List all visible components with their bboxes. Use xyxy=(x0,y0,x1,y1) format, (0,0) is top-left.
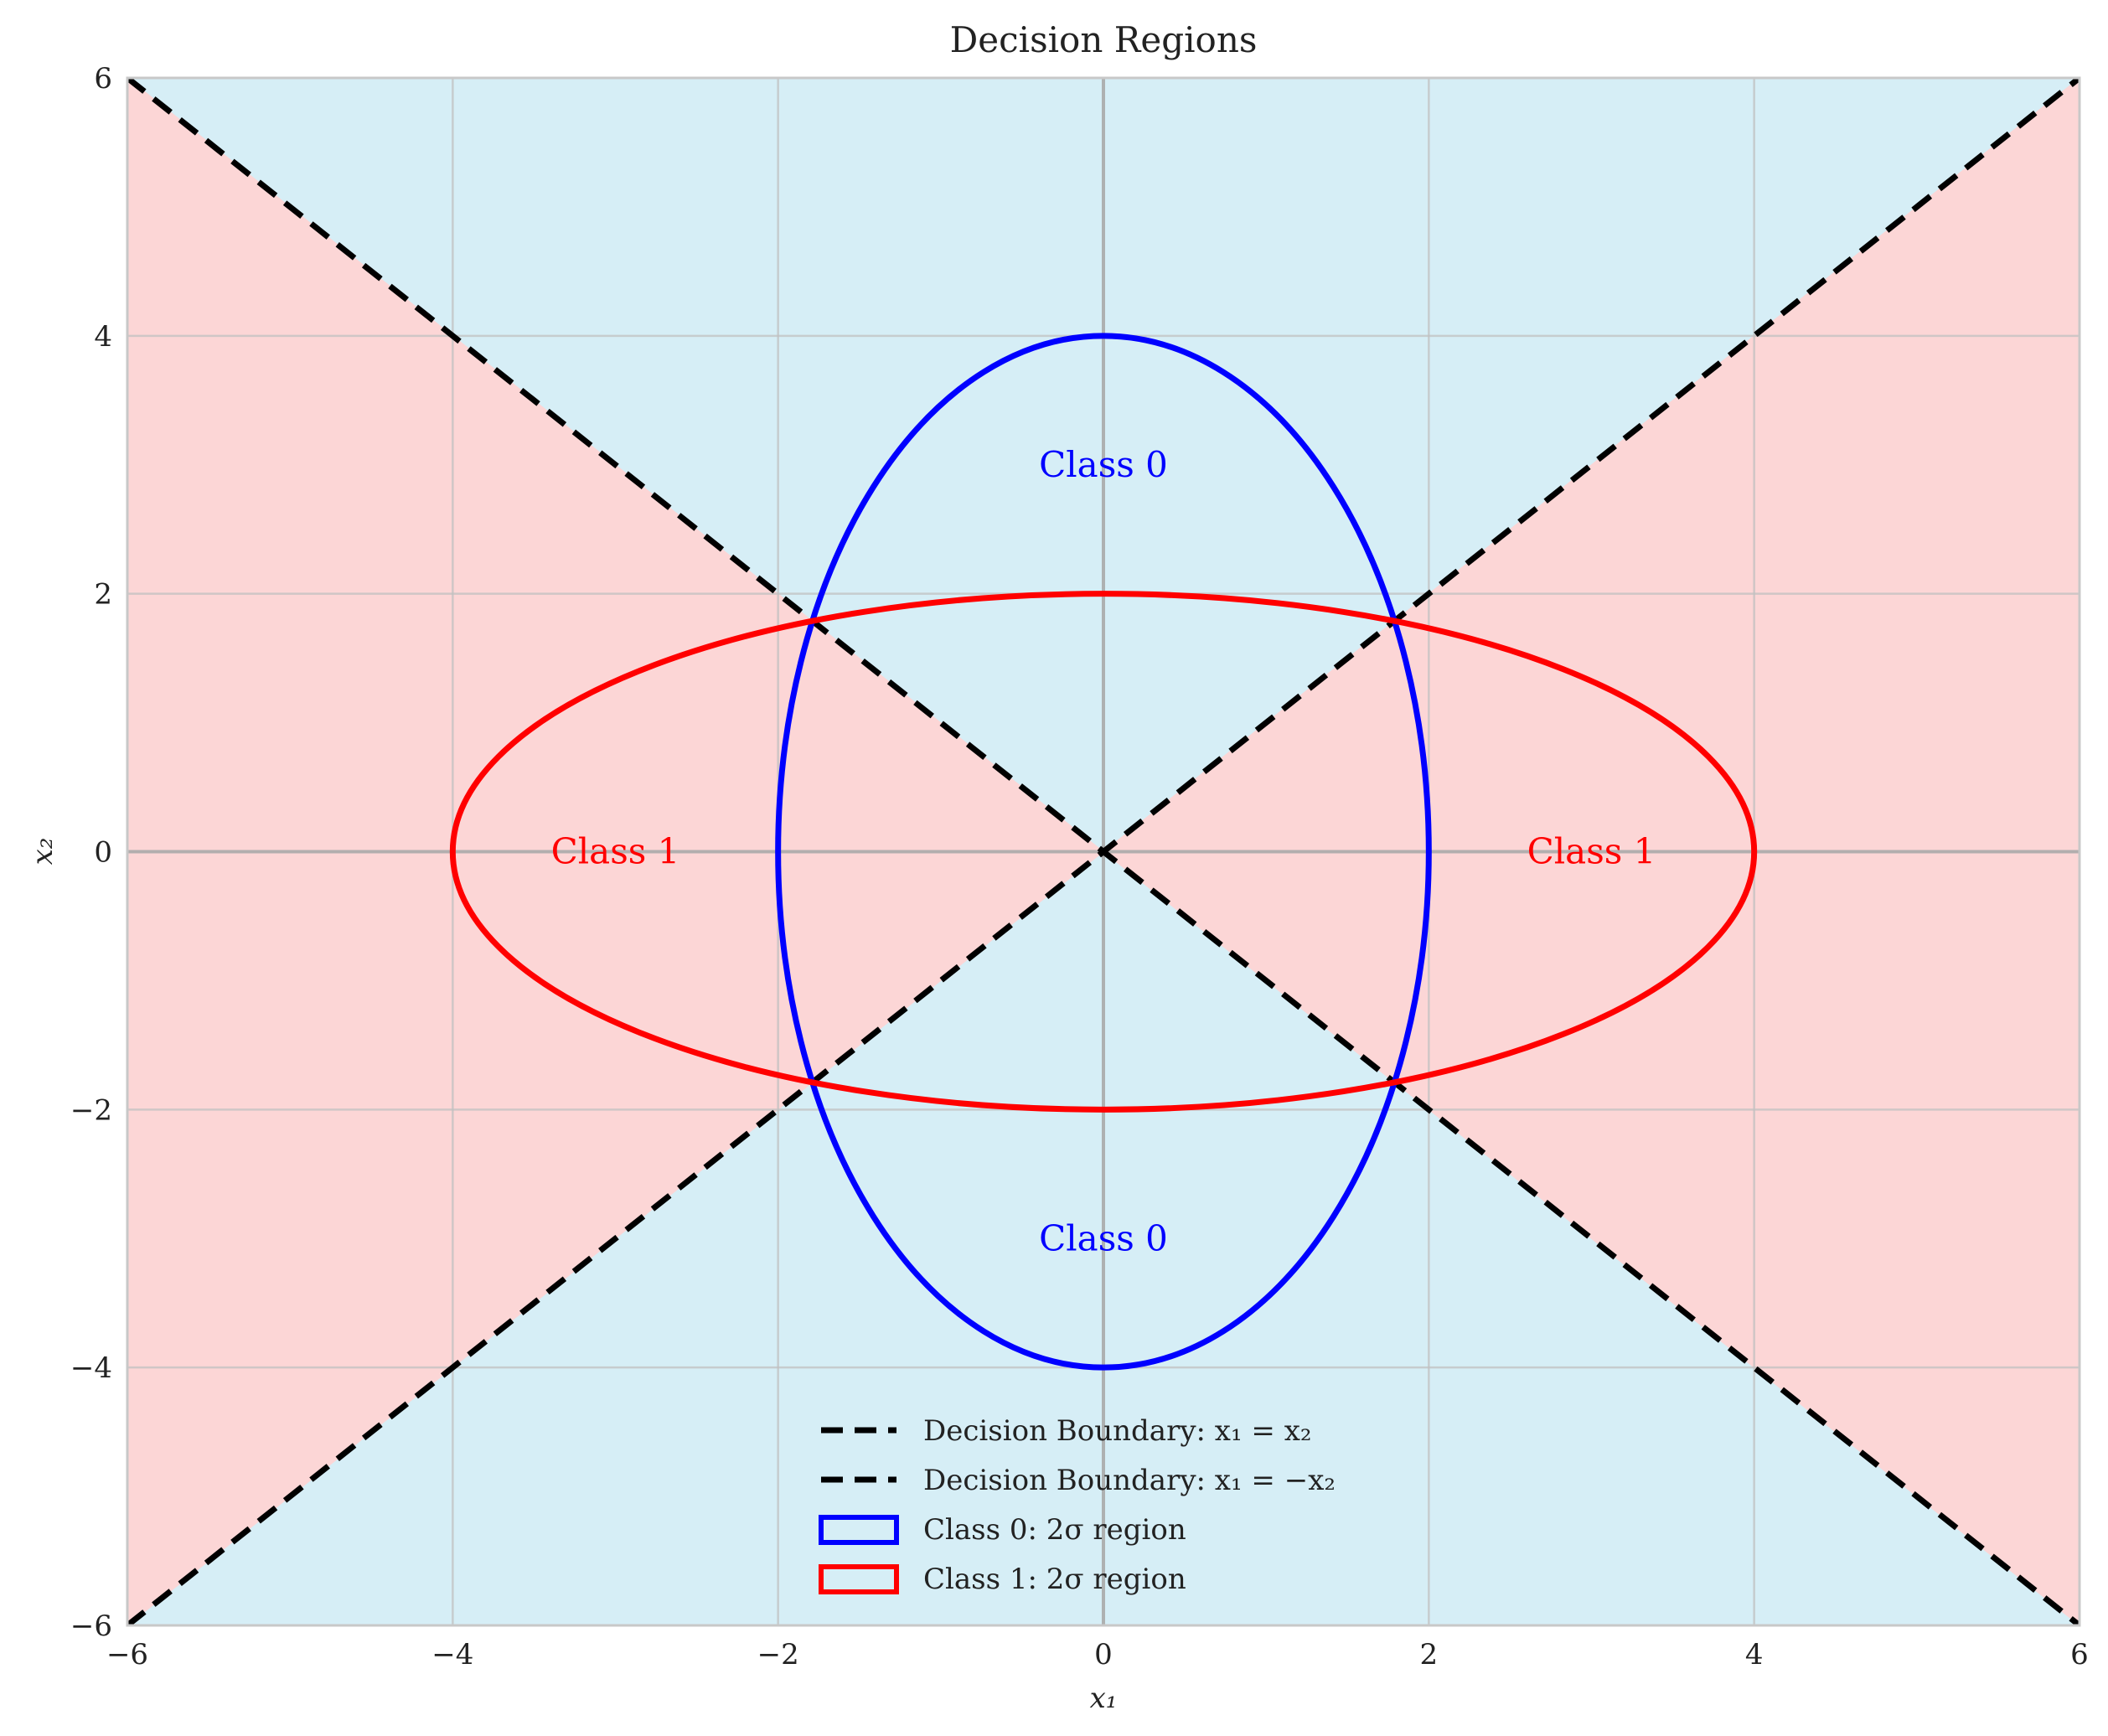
legend-label: Class 0: 2σ region xyxy=(923,1513,1186,1547)
y-tick-label: 0 xyxy=(94,836,112,870)
x-tick-label: −6 xyxy=(106,1638,148,1671)
chart-title: Decision Regions xyxy=(950,19,1258,60)
region-label-2: Class 1 xyxy=(551,831,680,872)
legend-label: Class 1: 2σ region xyxy=(923,1563,1186,1596)
axes-frame xyxy=(126,76,2081,1627)
y-tick-label: −2 xyxy=(70,1093,112,1127)
region-label-0: Class 0 xyxy=(1039,444,1168,485)
y-tick-label: −4 xyxy=(70,1351,112,1385)
x-tick-label: 6 xyxy=(2070,1638,2089,1671)
x-axis-label: x₁ xyxy=(1090,1682,1118,1715)
y-axis-label: x₂ xyxy=(26,838,59,865)
x-tick-label: −4 xyxy=(431,1638,473,1671)
axis-ticks: −6 −4 −2 0 2 4 6 −6 −4 −2 0 2 4 6 xyxy=(70,62,2089,1671)
y-tick-label: −6 xyxy=(70,1609,112,1643)
legend-label: Decision Boundary: x₁ = x₂ xyxy=(923,1414,1312,1448)
x-tick-label: −2 xyxy=(757,1638,799,1671)
x-tick-label: 4 xyxy=(1745,1638,1764,1671)
legend-swatch-ellipse xyxy=(819,1564,899,1594)
series-line-1 xyxy=(127,78,2080,1625)
x-tick-label: 2 xyxy=(1420,1638,1439,1671)
region-label-1: Class 0 xyxy=(1039,1217,1168,1258)
y-tick-label: 4 xyxy=(94,320,112,354)
region-annotations: Class 0 Class 0 Class 1 Class 1 xyxy=(551,444,1656,1259)
series-ellipse-2 xyxy=(775,333,1432,1371)
y-tick-label: 6 xyxy=(94,62,112,96)
legend-swatch-ellipse xyxy=(819,1515,899,1545)
y-tick-label: 2 xyxy=(94,578,112,612)
legend-label: Decision Boundary: x₁ = −x₂ xyxy=(923,1464,1336,1497)
x-tick-label: 0 xyxy=(1094,1638,1113,1671)
plot-series xyxy=(127,78,2080,1625)
region-label-3: Class 1 xyxy=(1527,831,1656,872)
legend: Decision Boundary: x₁ = x₂ Decision Bound… xyxy=(819,1414,1336,1596)
series-ellipse-3 xyxy=(449,591,1758,1113)
